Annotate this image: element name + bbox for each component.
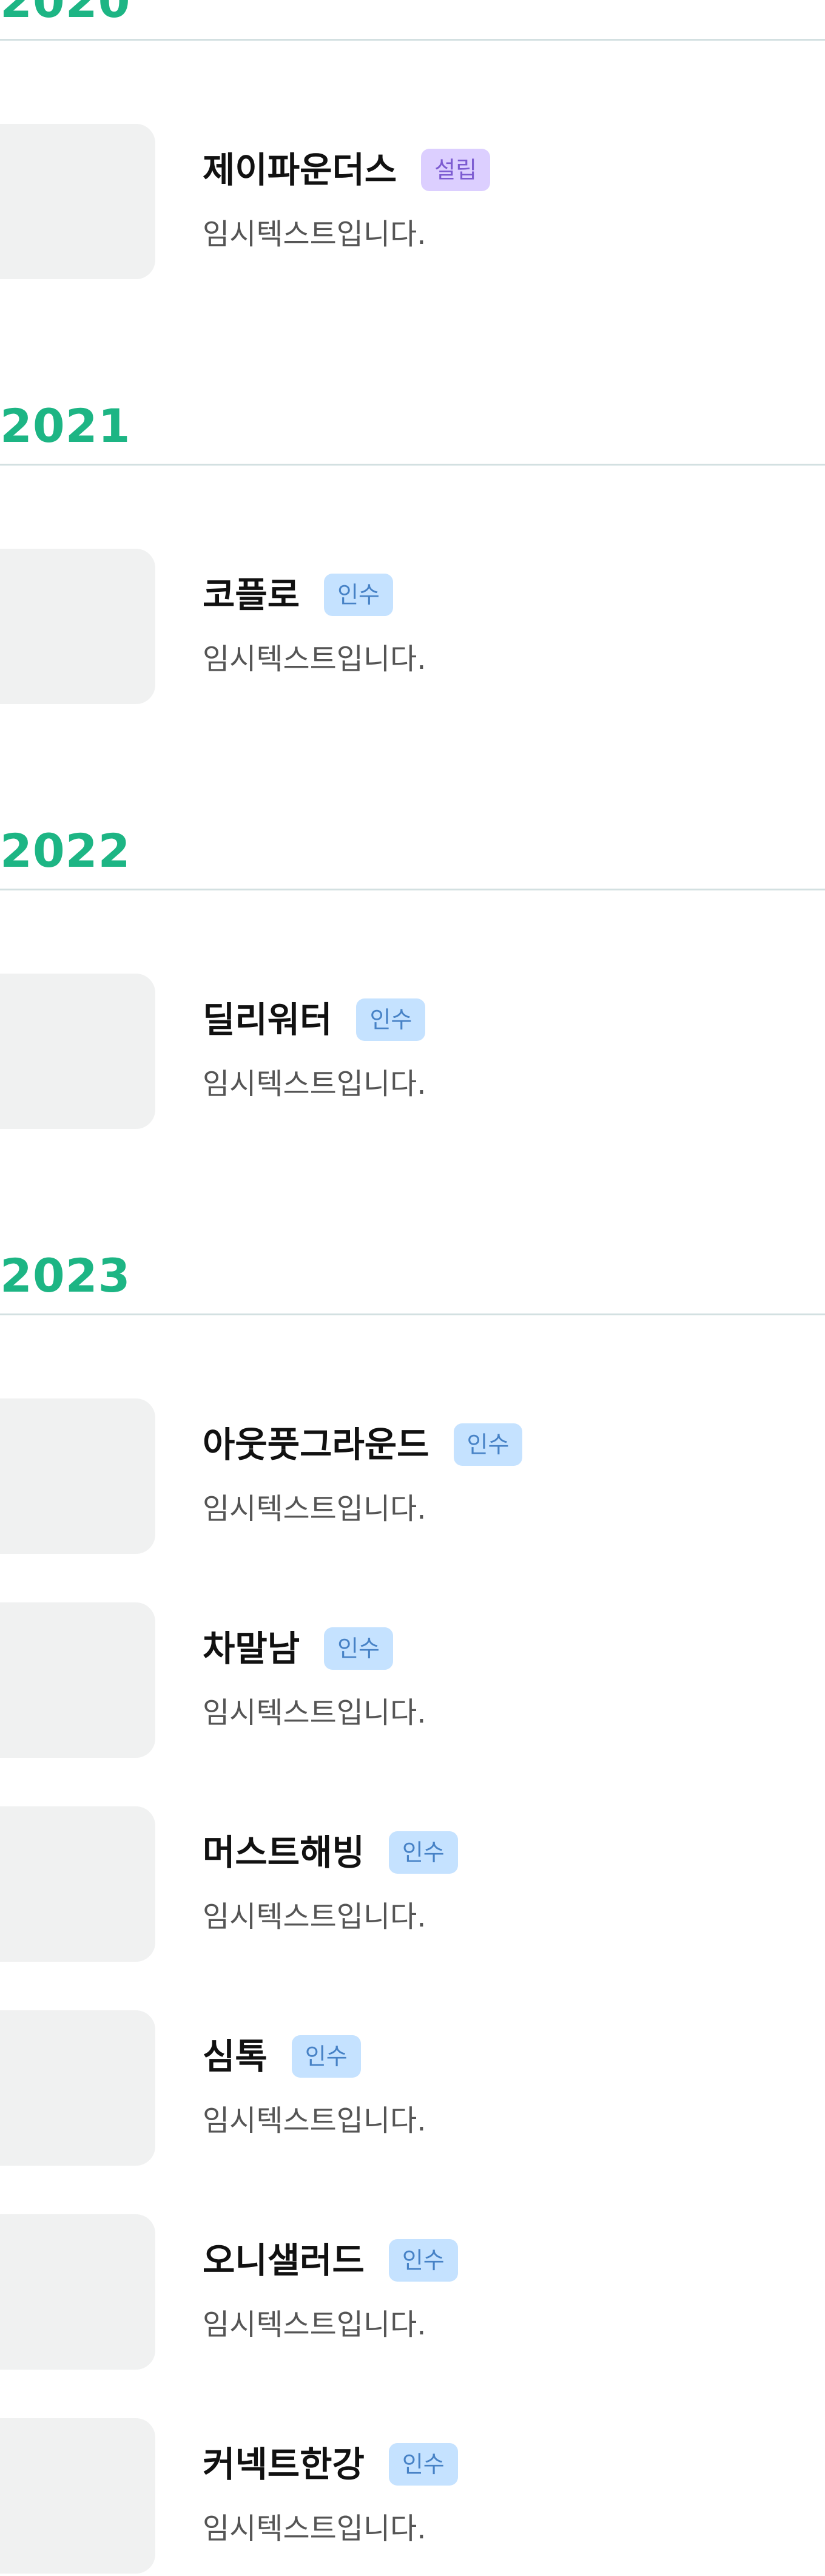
- company-description: 임시텍스트입니다.: [203, 1696, 426, 1730]
- company-name-row: 차말남 인수: [203, 1627, 394, 1670]
- year-label: 2021: [0, 399, 131, 453]
- company-name: 오니샐러드: [203, 2240, 365, 2281]
- company-logo-placeholder: [0, 2010, 155, 2166]
- company-description: 임시텍스트입니다.: [203, 1492, 426, 1526]
- year-divider: [0, 39, 825, 41]
- company-logo-placeholder: [0, 974, 155, 1129]
- company-name-row: 제이파운더스 설립: [203, 148, 491, 192]
- company-name: 머스트해빙: [203, 1832, 365, 1873]
- company-name-row: 심톡 인수: [203, 2035, 361, 2078]
- company-logo-placeholder: [0, 124, 155, 279]
- company-name-row: 머스트해빙 인수: [203, 1831, 458, 1874]
- year-label: 2020: [0, 0, 131, 28]
- company-description: 임시텍스트입니다.: [203, 2308, 426, 2342]
- company-name: 코플로: [203, 574, 300, 615]
- year-divider: [0, 1313, 825, 1315]
- acquired-badge: 인수: [388, 2239, 458, 2282]
- acquired-badge: 인수: [388, 1831, 458, 1874]
- year-divider: [0, 464, 825, 466]
- company-description: 임시텍스트입니다.: [203, 2512, 426, 2546]
- year-divider: [0, 889, 825, 890]
- company-name-row: 딜리워터 인수: [203, 998, 426, 1042]
- company-description: 임시텍스트입니다.: [203, 2104, 426, 2138]
- year-label: 2022: [0, 824, 131, 878]
- company-name: 심톡: [203, 2036, 268, 2077]
- company-logo-placeholder: [0, 2214, 155, 2370]
- company-logo-placeholder: [0, 1602, 155, 1758]
- founded-badge: 설립: [421, 149, 491, 191]
- acquired-badge: 인수: [324, 1627, 394, 1670]
- company-name: 제이파운더스: [203, 149, 397, 191]
- company-logo-placeholder: [0, 1398, 155, 1554]
- company-name-row: 커넥트한강 인수: [203, 2442, 458, 2486]
- company-logo-placeholder: [0, 549, 155, 704]
- company-name: 딜리워터: [203, 999, 332, 1040]
- company-logo-placeholder: [0, 2418, 155, 2574]
- company-logo-placeholder: [0, 1806, 155, 1962]
- company-name-row: 아웃풋그라운드 인수: [203, 1423, 523, 1466]
- company-name-row: 코플로 인수: [203, 573, 394, 617]
- acquired-badge: 인수: [356, 998, 426, 1041]
- company-name: 아웃풋그라운드: [203, 1424, 429, 1465]
- company-name-row: 오니샐러드 인수: [203, 2239, 458, 2282]
- acquired-badge: 인수: [453, 1423, 523, 1466]
- company-description: 임시텍스트입니다.: [203, 217, 426, 251]
- acquired-badge: 인수: [324, 574, 394, 616]
- company-description: 임시텍스트입니다.: [203, 1900, 426, 1934]
- year-label: 2023: [0, 1249, 131, 1303]
- acquired-badge: 인수: [388, 2443, 458, 2486]
- company-name: 차말남: [203, 1628, 300, 1669]
- company-name: 커넥트한강: [203, 2444, 365, 2485]
- acquired-badge: 인수: [291, 2035, 361, 2078]
- company-description: 임시텍스트입니다.: [203, 1067, 426, 1101]
- company-description: 임시텍스트입니다.: [203, 642, 426, 676]
